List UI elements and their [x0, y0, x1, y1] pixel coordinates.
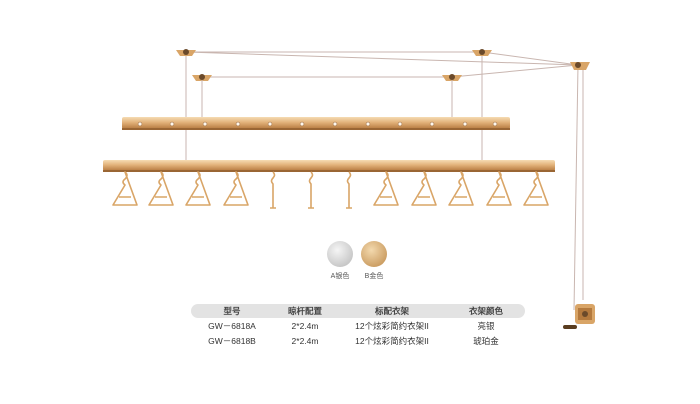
hanger-shape	[112, 171, 138, 206]
bar-hole	[299, 121, 305, 127]
hanger-shape	[308, 171, 314, 209]
drop-cables	[185, 56, 483, 160]
upper-drying-bar	[122, 117, 510, 130]
bar-hole	[365, 121, 371, 127]
cell-hangers: 12个炫彩简约衣架II	[355, 320, 429, 331]
ceiling-pulley-3	[192, 74, 212, 81]
bar-hole	[137, 121, 143, 127]
hanger	[270, 171, 276, 209]
header-rod-config: 晾杆配置	[273, 304, 337, 318]
hanger-shape	[373, 171, 399, 206]
hanger-shape	[185, 171, 211, 206]
bar-hole	[462, 121, 468, 127]
hanger-shape	[270, 171, 276, 209]
hanger	[185, 171, 211, 206]
cell-rod-config: 2*2.4m	[291, 335, 319, 346]
cell-hanger-color: 亮银	[477, 320, 495, 331]
hanger	[308, 171, 314, 209]
swatch-label-gold: B金色	[365, 271, 384, 280]
cell-model: GW－6818A	[208, 320, 256, 331]
gold-swatch-circle	[361, 241, 387, 267]
bar-hole	[202, 121, 208, 127]
table-header-row: 型号 晾杆配置 标配衣架 衣架颜色	[191, 304, 525, 318]
silver-swatch-circle	[327, 241, 353, 267]
hanger	[112, 171, 138, 206]
table-row: GW－6818B 2*2.4m 12个炫彩简约衣架II 琥珀金	[191, 333, 525, 348]
bar-hole	[235, 121, 241, 127]
hanger	[411, 171, 437, 206]
hanger-shape	[486, 171, 512, 206]
header-hangers: 标配衣架	[337, 304, 447, 318]
hanger	[223, 171, 249, 206]
hanger	[486, 171, 512, 206]
bar-hole	[332, 121, 338, 127]
hanger	[346, 171, 352, 209]
hanger-shape	[346, 171, 352, 209]
lower-drying-bar	[103, 160, 555, 172]
bar-hole	[429, 121, 435, 127]
hanger	[523, 171, 549, 206]
cell-model: GW－6818B	[208, 335, 256, 346]
corner-pulley	[570, 62, 590, 70]
hanger	[373, 171, 399, 206]
crank-handle	[563, 304, 595, 329]
ceiling-pulley-4	[442, 74, 462, 81]
ceiling-cables	[185, 51, 584, 311]
bar-hole	[267, 121, 273, 127]
ceiling-pulley-1	[176, 49, 196, 56]
hanger-shape	[148, 171, 174, 206]
hangers	[112, 171, 549, 209]
bar-hole	[397, 121, 403, 127]
spec-table: 型号 晾杆配置 标配衣架 衣架颜色 GW－6818A 2*2.4m 12个炫彩简…	[191, 304, 525, 348]
cell-hangers: 12个炫彩简约衣架II	[355, 335, 429, 346]
bar-hole	[492, 121, 498, 127]
swatch-label-silver: A银色	[331, 271, 350, 280]
cell-rod-config: 2*2.4m	[291, 320, 319, 331]
bar-hole	[169, 121, 175, 127]
header-model: 型号	[191, 304, 273, 318]
hanger	[148, 171, 174, 206]
cell-hanger-color: 琥珀金	[473, 335, 499, 346]
header-hanger-color: 衣架颜色	[447, 304, 525, 318]
hanger	[448, 171, 474, 206]
hanger-shape	[223, 171, 249, 206]
hanger-shape	[411, 171, 437, 206]
table-row: GW－6818A 2*2.4m 12个炫彩简约衣架II 亮银	[191, 318, 525, 333]
hanger-shape	[448, 171, 474, 206]
upper-bar-holes	[137, 121, 498, 127]
hanger-shape	[523, 171, 549, 206]
ceiling-pulley-2	[472, 49, 492, 56]
